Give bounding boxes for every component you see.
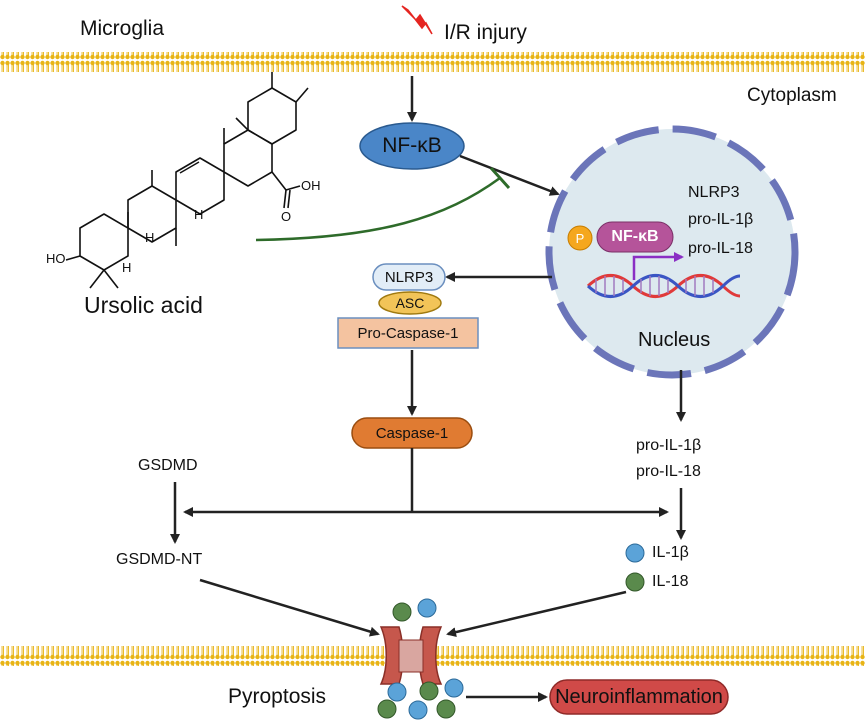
ursolic-acid-structure [65, 72, 309, 289]
nfkb-to-nucleus-arrow [459, 154, 560, 196]
mol-h-label: H [194, 207, 204, 222]
released-il1b-dot [417, 598, 437, 618]
released-il18-dot [392, 602, 412, 622]
nlrp3-label: NLRP3 [384, 268, 434, 286]
mol-o-label: O [281, 209, 292, 224]
procaspase-node [337, 317, 479, 349]
nucleus [545, 125, 799, 379]
nuc-target-pro-il18: pro-IL-18 [688, 240, 753, 257]
nfkb-nuclear-node [596, 221, 674, 253]
il1b-label: IL-1β [652, 544, 689, 561]
nuc-target-nlrp3: NLRP3 [688, 184, 740, 201]
caspase1-label: Caspase-1 [375, 424, 449, 442]
phospho-circle [567, 225, 593, 251]
nucleus-label: Nucleus [638, 329, 711, 351]
nfkb-node [359, 122, 465, 170]
il18-label: IL-18 [652, 573, 689, 590]
neuroinflammation-node [549, 679, 729, 715]
pro-il1b-label: pro-IL-1β [636, 437, 702, 454]
released-il1b-dot [387, 682, 407, 702]
microglia-label: Microglia [80, 17, 165, 40]
il-to-pore-arrow [446, 590, 627, 638]
gsdmd-pore [379, 626, 443, 685]
inhibition-line [255, 176, 501, 242]
mol-oh-label: OH [301, 178, 321, 193]
gsdmd-label: GSDMD [138, 457, 198, 474]
phospho-label: P [575, 230, 585, 246]
gsdmd-nt-label: GSDMD-NT [116, 551, 203, 568]
pyroptosis-label: Pyroptosis [228, 685, 327, 708]
injury-label: I/R injury [444, 21, 527, 44]
transcription-arrow [632, 252, 684, 280]
released-il18-dot [419, 681, 439, 701]
released-il18-dot [377, 699, 397, 719]
cell-membrane-top [0, 52, 865, 72]
mol-h-label: H [122, 260, 132, 275]
inhibition-bar [489, 166, 511, 190]
released-il1b-dot [408, 700, 428, 720]
released-il18-dot [436, 699, 456, 719]
nfkb-label: NF-κB [382, 134, 442, 157]
ursolic-acid-label: Ursolic acid [84, 292, 203, 318]
neuroinflammation-label: Neuroinflammation [555, 685, 723, 708]
nlrp3-node [372, 263, 446, 291]
dna-strand-blue [586, 274, 741, 298]
il1b-dot [625, 543, 645, 563]
mol-ho-label: HO [46, 251, 66, 266]
asc-node [378, 291, 442, 315]
nfkb-nuclear-label: NF-κB [611, 228, 659, 245]
il18-dot [625, 572, 645, 592]
asc-label: ASC [395, 295, 425, 311]
pro-il18-label: pro-IL-18 [636, 463, 701, 480]
gsdmd-to-pore-arrow [199, 578, 380, 637]
nuc-target-pro-il1b: pro-IL-1β [688, 211, 754, 228]
mol-h-label: H [145, 230, 155, 245]
procaspase-label: Pro-Caspase-1 [357, 324, 459, 342]
released-il1b-dot [444, 678, 464, 698]
cytoplasm-label: Cytoplasm [747, 85, 837, 106]
lightning-icon [401, 5, 433, 35]
